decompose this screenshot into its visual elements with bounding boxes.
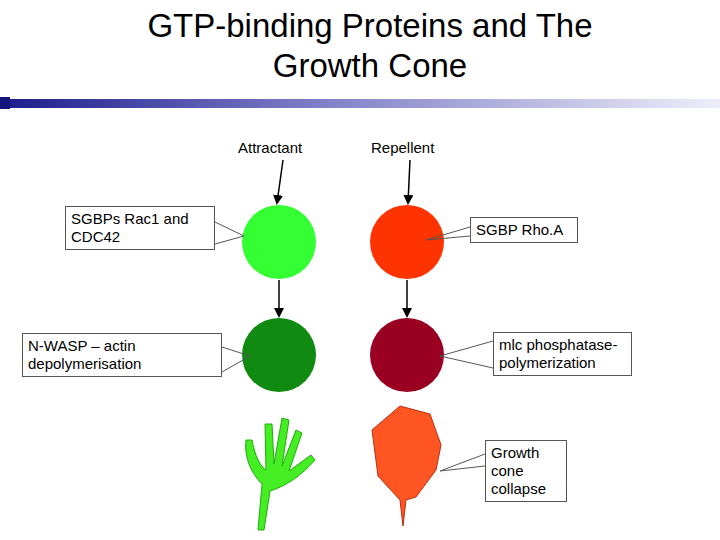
collapsed-growth-cone — [372, 406, 441, 526]
input-label: Repellent — [371, 139, 434, 157]
nwasp-circle — [242, 318, 316, 392]
callout-box: Growth cone collapse — [485, 440, 567, 502]
input-label: Attractant — [238, 139, 302, 157]
rac-cdc42-circle — [242, 205, 316, 279]
callout-text: mlc phosphatase- polymerization — [499, 336, 626, 372]
leader-line — [440, 454, 485, 471]
title-rule — [0, 99, 720, 108]
callout-box: SGBP Rho.A — [470, 217, 578, 243]
flow-arrow — [408, 160, 410, 203]
callout-box: mlc phosphatase- polymerization — [493, 332, 632, 376]
mlc-circle — [370, 318, 444, 392]
rhoa-circle — [370, 205, 444, 279]
leader-line — [222, 347, 250, 372]
flow-arrow — [277, 160, 283, 203]
flow-arrow — [278, 280, 280, 316]
leader-line — [440, 341, 493, 368]
callout-text: SGBP Rho.A — [476, 221, 572, 239]
flow-arrow — [406, 280, 408, 316]
extended-growth-cone — [246, 418, 315, 530]
title-rule-block — [0, 97, 10, 109]
slide-title: GTP-binding Proteins and The Growth Cone — [110, 6, 630, 86]
callout-text: Growth cone collapse — [491, 444, 561, 498]
leader-line — [426, 227, 470, 240]
callout-text: SGBPs Rac1 and CDC42 — [71, 210, 209, 246]
callout-box: N-WASP – actin depolymerisation — [22, 333, 222, 377]
leader-line — [215, 222, 244, 244]
callout-box: SGBPs Rac1 and CDC42 — [65, 206, 215, 250]
callout-text: N-WASP – actin depolymerisation — [28, 337, 216, 373]
